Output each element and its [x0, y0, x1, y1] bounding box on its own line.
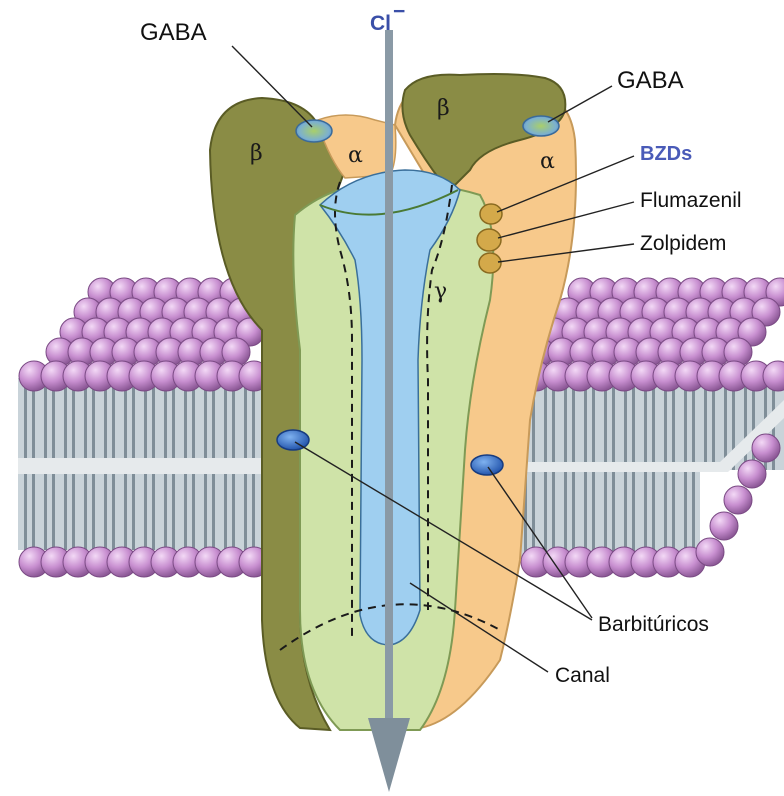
- bzds-label: BZDs: [640, 143, 692, 165]
- beta-label-right: β: [437, 96, 450, 121]
- gaba-label-right: GABA: [617, 67, 684, 94]
- gaba-a-receptor: [210, 30, 576, 792]
- gamma-label: γ: [434, 279, 447, 304]
- gaba-binding-site-left: [296, 120, 332, 142]
- canal-label: Canal: [555, 664, 610, 687]
- lipid-tails-lower-left: [18, 474, 268, 550]
- lipid-head: [738, 460, 766, 488]
- gaba-label-left: GABA: [140, 19, 207, 46]
- lipid-head: [710, 512, 738, 540]
- flumazenil-label: Flumazenil: [640, 189, 742, 212]
- chloride-flow-arrow-shaft: [385, 30, 393, 720]
- lipid-head: [724, 486, 752, 514]
- barbiturate-site-right: [471, 455, 503, 475]
- chloride-flow-arrowhead: [368, 718, 410, 792]
- alpha-label-left: α: [348, 143, 363, 168]
- zolpidem-label: Zolpidem: [640, 232, 726, 255]
- chloride-charge: −: [393, 0, 405, 23]
- alpha-label-right: α: [540, 149, 555, 174]
- lipid-head: [696, 538, 724, 566]
- beta-label-left: β: [250, 141, 263, 166]
- barbituricos-label: Barbitúricos: [598, 613, 709, 636]
- lipid-head: [752, 434, 780, 462]
- bilayer-midplane-left: [18, 458, 268, 474]
- chloride-ion-label: Cl: [370, 12, 391, 35]
